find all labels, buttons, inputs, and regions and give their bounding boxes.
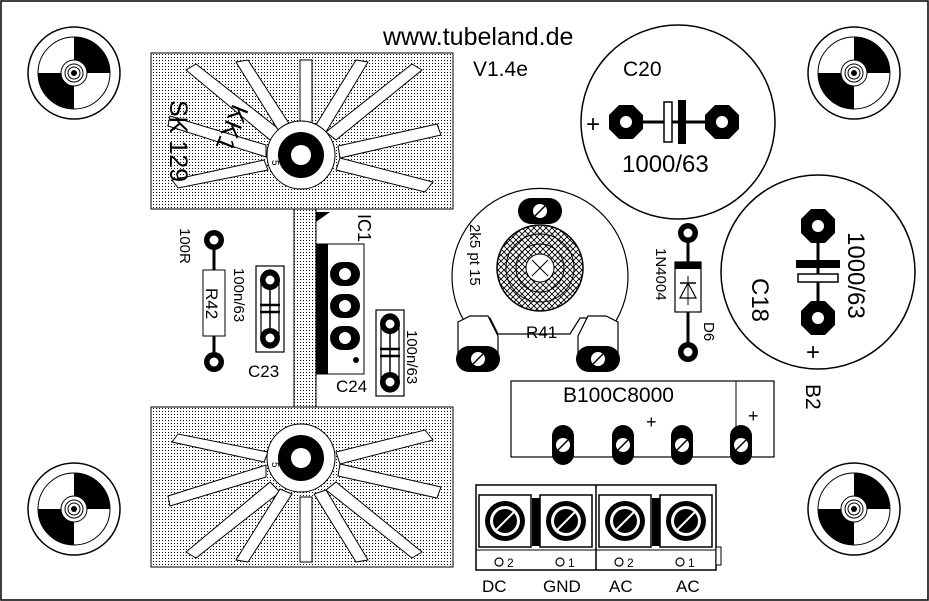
- resistor-r42-value: 100R: [176, 228, 193, 264]
- capacitor-c18: + 1000/63 C18: [720, 174, 916, 370]
- terminal-label-gnd: GND: [543, 577, 581, 596]
- terminal-pin-4: 1: [688, 556, 695, 570]
- capacitor-c18-plus: +: [806, 339, 820, 366]
- bridge-rectifier-b2-part: B100C8000: [563, 384, 674, 407]
- capacitor-c20-value: 1000/63: [622, 151, 709, 178]
- capacitor-c23: 100n/63 C23: [230, 265, 285, 381]
- pot-pads: [456, 198, 620, 372]
- terminal-pin-1: 2: [507, 556, 514, 570]
- screw-terminal-block: 2 1 2 1 DC GND AC AC: [475, 484, 722, 596]
- resistor-r42: R42 100R: [176, 228, 226, 372]
- mounting-hole-bottom-right: [807, 462, 901, 556]
- diode-d6-part: 1N4004: [652, 248, 669, 301]
- capacitor-c20: + C20 1000/63: [580, 24, 776, 220]
- capacitor-c23-ref: C23: [248, 362, 279, 381]
- terminal-label-ac-1: AC: [609, 577, 633, 596]
- capacitor-c20-ref: C20: [623, 58, 662, 81]
- heatsink-top: 5 KK1 SK 129: [150, 52, 454, 210]
- terminal-label-dc: DC: [482, 577, 507, 596]
- diode-d6-ref: D6: [700, 322, 717, 341]
- diode-d6: 1N4004 D6: [652, 223, 717, 362]
- heatsink-label-sk129: SK 129: [164, 100, 192, 182]
- header-version: V1.4e: [473, 58, 528, 81]
- capacitor-c20-plus: +: [586, 111, 600, 138]
- potentiometer-r41-value: 2k5 pt 15: [466, 224, 483, 286]
- terminal-label-ac-2: AC: [676, 577, 700, 596]
- ic1-pads: [330, 262, 360, 350]
- capacitor-c18-ref: C18: [746, 278, 773, 322]
- heatsink-bridge: [293, 208, 317, 408]
- regulator-ic1: IC1: [315, 212, 374, 375]
- capacitor-c18-value: 1000/63: [842, 232, 869, 319]
- terminal-pin-2: 1: [568, 556, 575, 570]
- capacitor-c24-value: 100n/63: [403, 330, 420, 384]
- capacitor-c24-ref: C24: [336, 377, 367, 396]
- potentiometer-r41-ref: R41: [526, 323, 557, 342]
- heatsink-bottom: 5: [150, 406, 454, 568]
- mounting-hole-top-right: [807, 26, 901, 120]
- mounting-hole-bottom-left: [27, 462, 121, 556]
- bridge-rectifier-b2: B100C8000 + + B2: [510, 380, 824, 466]
- capacitor-c23-value: 100n/63: [230, 268, 247, 322]
- svg-text:+: +: [646, 412, 657, 432]
- bridge-rectifier-b2-ref: B2: [801, 384, 824, 410]
- capacitor-c24: 100n/63 C24: [336, 309, 420, 397]
- potentiometer-r41: 2k5 pt 15 R41: [451, 187, 629, 372]
- ic1-ref: IC1: [354, 214, 374, 242]
- header-url: www.tubeland.de: [382, 23, 573, 51]
- terminal-pin-3: 2: [627, 556, 634, 570]
- mounting-hole-top-left: [27, 26, 121, 120]
- resistor-r42-ref: R42: [202, 288, 221, 319]
- svg-text:5: 5: [269, 160, 280, 166]
- bridge-rectifier-b2-plus: +: [748, 406, 759, 426]
- svg-text:5: 5: [269, 462, 280, 468]
